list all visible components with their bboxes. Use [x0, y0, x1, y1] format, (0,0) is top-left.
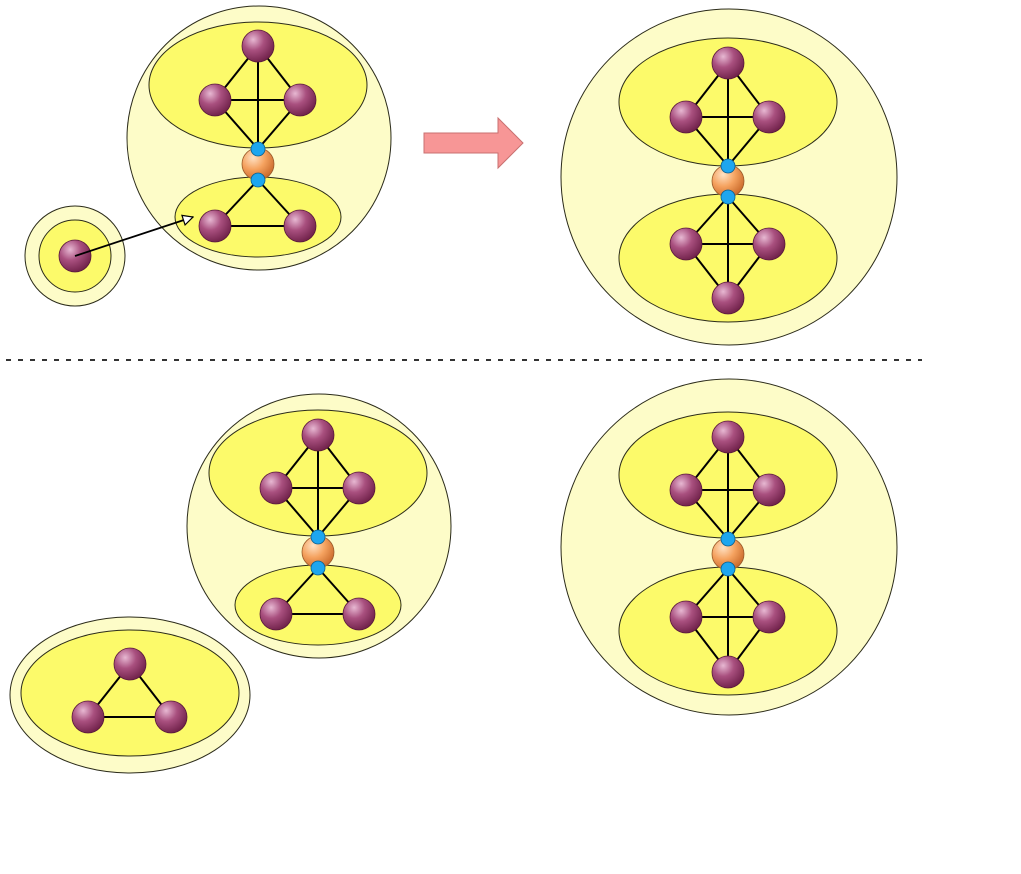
graph-node — [711, 420, 745, 454]
port-node — [250, 141, 266, 157]
graph-node — [342, 471, 376, 505]
graph-node — [71, 700, 105, 734]
top-left-singleton — [24, 205, 193, 307]
graph-node — [752, 600, 786, 634]
bottom-right-merged — [560, 378, 898, 716]
graph-node — [669, 600, 703, 634]
graph-node — [113, 647, 147, 681]
graph-node — [342, 597, 376, 631]
graph-node — [711, 281, 745, 315]
graph-node — [669, 100, 703, 134]
bottom-left-triangle — [9, 616, 251, 774]
graph-node — [669, 227, 703, 261]
top-right-merged — [560, 8, 898, 346]
graph-node — [752, 100, 786, 134]
port-node — [720, 561, 736, 577]
right-arrow-icon — [423, 116, 524, 170]
lower-block-region — [234, 564, 402, 646]
port-node — [720, 158, 736, 174]
graph-node — [259, 471, 293, 505]
graph-node — [752, 473, 786, 507]
port-node — [310, 529, 326, 545]
graph-node — [241, 29, 275, 63]
graph-node — [283, 209, 317, 243]
top-left-cluster — [126, 5, 392, 271]
graph-node — [711, 655, 745, 689]
graph-node — [301, 418, 335, 452]
port-node — [310, 560, 326, 576]
graph-node — [669, 473, 703, 507]
graph-node — [283, 83, 317, 117]
graph-node — [58, 239, 92, 273]
graph-node — [711, 46, 745, 80]
transformation-arrow — [423, 116, 524, 170]
move-arrow — [74, 217, 193, 257]
graph-node — [259, 597, 293, 631]
graph-node — [198, 83, 232, 117]
lower-block-region — [174, 176, 342, 258]
graph-node — [752, 227, 786, 261]
graph-node — [154, 700, 188, 734]
port-node — [720, 531, 736, 547]
port-node — [250, 172, 266, 188]
graph-node — [198, 209, 232, 243]
port-node — [720, 189, 736, 205]
bottom-left-cluster — [186, 393, 452, 659]
